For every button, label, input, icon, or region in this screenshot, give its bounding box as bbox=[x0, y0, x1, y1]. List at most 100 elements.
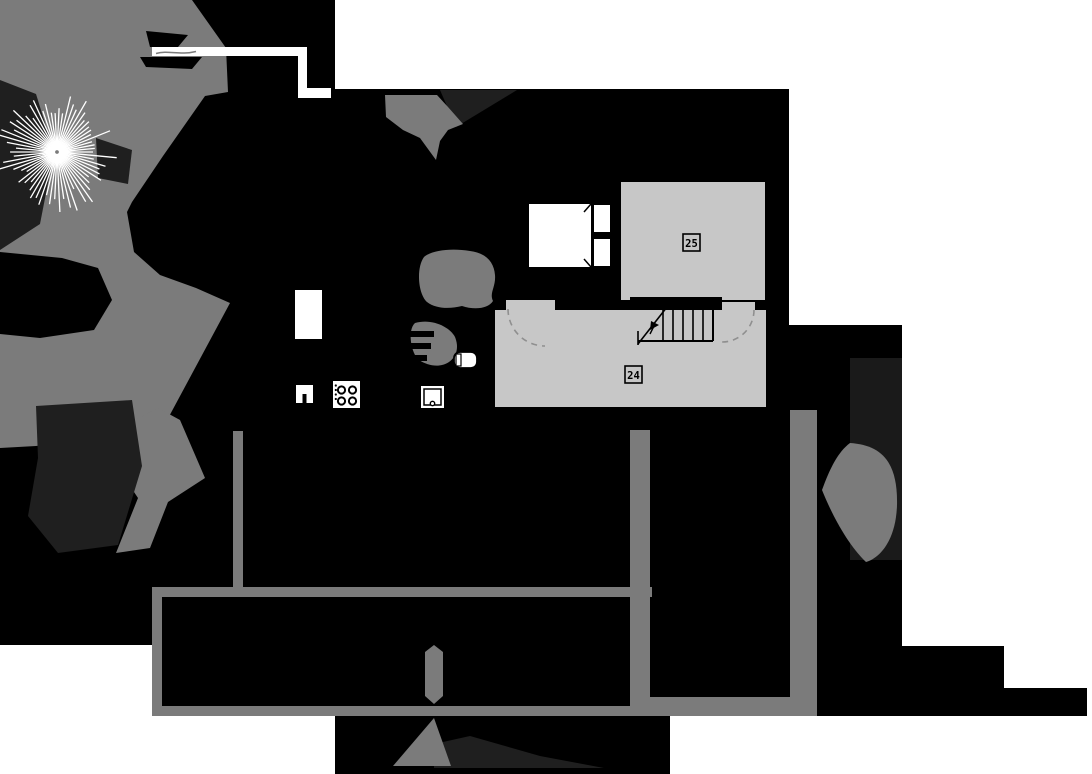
tree-spoke bbox=[58, 151, 106, 167]
tree-spoke bbox=[57, 152, 90, 184]
terrace-wall-right bbox=[790, 410, 817, 716]
tree-spoke bbox=[54, 113, 58, 151]
page-white-step-notch-2 bbox=[1087, 688, 1092, 716]
knob-dot bbox=[334, 388, 337, 392]
burner bbox=[347, 396, 358, 406]
toilet-tank bbox=[455, 353, 462, 367]
burner bbox=[347, 385, 358, 395]
tree-spoke bbox=[57, 153, 75, 190]
tree-shadow-patch bbox=[96, 138, 132, 184]
fern-plant-icon bbox=[404, 321, 457, 366]
room-24-floor[interactable] bbox=[495, 310, 766, 407]
stairs bbox=[637, 306, 714, 345]
terrace-wall-mid-vertical bbox=[630, 430, 650, 716]
tree-spoke bbox=[6, 141, 56, 153]
tree-spoke bbox=[57, 121, 90, 152]
tree-spoke bbox=[58, 126, 90, 152]
room-label-25[interactable]: 25 bbox=[682, 233, 701, 252]
fern-stripe bbox=[404, 331, 434, 337]
bush-right-icon bbox=[822, 443, 898, 562]
door-opening-right bbox=[722, 302, 755, 310]
tree-spoke bbox=[29, 153, 57, 191]
tree-spoke bbox=[54, 153, 58, 200]
page-white-top bbox=[335, 0, 1092, 89]
tree-spoke bbox=[57, 153, 91, 191]
page-white-bottom-mid bbox=[152, 716, 335, 774]
plant-blob-icon bbox=[418, 249, 496, 309]
tree-spoke bbox=[13, 151, 56, 157]
room-label-box bbox=[682, 233, 701, 252]
tree-spoke bbox=[57, 153, 87, 203]
washbasin-icon bbox=[421, 386, 444, 408]
fern-stripe bbox=[404, 355, 427, 361]
terrain-black-pocket bbox=[0, 252, 112, 338]
tree-spoke bbox=[32, 100, 57, 151]
tree-spoke bbox=[12, 109, 57, 152]
stair-head-wall bbox=[630, 297, 722, 302]
tree-spoke bbox=[56, 96, 72, 151]
tree-spoke bbox=[58, 152, 100, 175]
wall-band bbox=[495, 300, 766, 310]
basin-drain bbox=[429, 400, 436, 407]
tree-spoke bbox=[57, 153, 94, 203]
room-label-text: 24 bbox=[627, 370, 640, 382]
tree-spoke bbox=[57, 153, 78, 211]
shrub-bottom-icon bbox=[393, 718, 451, 766]
tree-spoke bbox=[30, 153, 57, 183]
tree-spoke bbox=[25, 115, 57, 151]
tree-spoke bbox=[24, 152, 57, 184]
terrace-wall-left bbox=[152, 587, 162, 716]
tree-spoke bbox=[58, 141, 93, 153]
tree-spoke bbox=[57, 112, 86, 151]
terrain-topleft-mass bbox=[0, 0, 230, 462]
tree-spoke bbox=[13, 152, 56, 171]
tree-spoke bbox=[48, 153, 58, 205]
tree-spoke bbox=[58, 152, 102, 181]
room-label-24[interactable]: 24 bbox=[624, 365, 643, 384]
tree-spoke bbox=[58, 130, 111, 152]
burner bbox=[336, 385, 347, 395]
tree-spoke bbox=[44, 103, 58, 151]
tree-spoke bbox=[18, 152, 56, 183]
bed-icon bbox=[527, 202, 612, 269]
tree-spoke bbox=[15, 147, 56, 153]
site-terrain bbox=[0, 0, 230, 553]
tree-spoke bbox=[56, 113, 64, 151]
tree-spoke bbox=[29, 153, 57, 199]
bed-fold-mark bbox=[583, 203, 592, 213]
tree-spoke bbox=[56, 108, 60, 151]
nightstand-icon bbox=[592, 203, 612, 234]
roof-line-h1 bbox=[152, 47, 305, 56]
terrace-wall-hanging bbox=[233, 431, 243, 594]
tree-spoke bbox=[57, 119, 85, 151]
page-white-bottom-left bbox=[0, 645, 152, 774]
tree-spoke bbox=[16, 119, 56, 152]
tree-spoke bbox=[35, 153, 57, 199]
tree-spoke bbox=[58, 152, 90, 178]
page-white-right-upper bbox=[789, 89, 1092, 325]
tree-spoke bbox=[57, 109, 77, 151]
roof-mark-upper bbox=[146, 31, 188, 47]
tree-spoke bbox=[45, 153, 58, 196]
roof-edge-line bbox=[140, 31, 331, 98]
tree-spoke bbox=[56, 153, 61, 213]
tree-spoke bbox=[0, 134, 56, 153]
chimney-shaft bbox=[295, 290, 322, 339]
knob-dot bbox=[334, 384, 337, 387]
tree-spoke bbox=[58, 129, 92, 152]
terrain-shadow-left bbox=[28, 400, 142, 553]
tree-spoke bbox=[58, 133, 92, 152]
tree-spoke bbox=[50, 112, 58, 151]
tree-spoke bbox=[1, 129, 56, 152]
tree-spoke bbox=[32, 117, 57, 151]
room-label-text: 25 bbox=[685, 238, 698, 250]
tree-spoke bbox=[58, 147, 95, 153]
tree-spoke bbox=[3, 151, 56, 164]
tree-spoke bbox=[38, 153, 57, 205]
bed-fold-mark bbox=[583, 258, 592, 268]
tree-spoke bbox=[58, 144, 95, 153]
toilet-icon bbox=[453, 351, 478, 369]
